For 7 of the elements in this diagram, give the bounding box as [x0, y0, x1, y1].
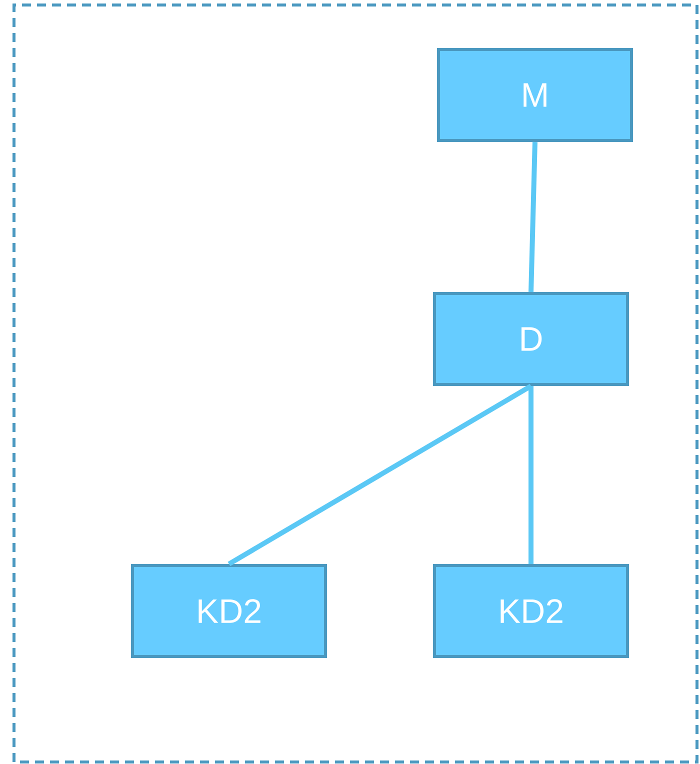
process-box: M — [437, 48, 633, 142]
process-box: KD2 — [433, 564, 629, 658]
process-box: KD2 — [131, 564, 327, 658]
connector-line — [528, 386, 534, 564]
process-box: D — [433, 292, 629, 386]
connector-line — [528, 142, 538, 292]
connector-line — [228, 384, 532, 566]
